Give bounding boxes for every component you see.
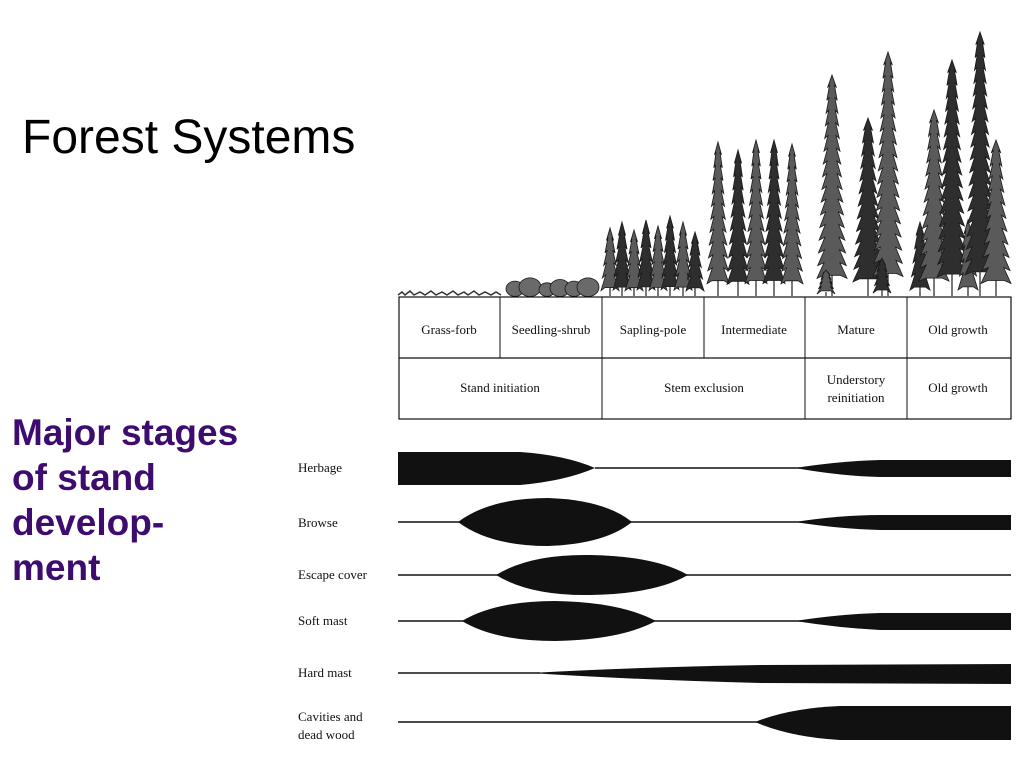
cavities-band (755, 706, 1011, 740)
subtitle-line: develop- (12, 502, 165, 543)
conifer-tree (660, 214, 680, 291)
browse-band (458, 498, 632, 546)
conifer-tree (648, 224, 668, 292)
conifer-tree (762, 138, 786, 285)
conifer-tree (872, 257, 892, 294)
conifer-tree (980, 138, 1012, 285)
conifer-tree (673, 220, 693, 292)
page-title: Forest Systems (22, 111, 356, 164)
resource-label: Browse (298, 515, 338, 530)
slide-subtitle: Major stages of stand develop- ment (12, 410, 282, 590)
conifer-tree (685, 230, 705, 292)
conifer-tree (706, 140, 730, 285)
herbage-band (795, 460, 1011, 477)
stage-label: Seedling-shrub (512, 322, 591, 337)
resource-label: Herbage (298, 460, 342, 475)
soft-mast-band (795, 613, 1011, 630)
conifer-tree (872, 50, 904, 278)
phase-label: Stand initiation (460, 380, 540, 395)
resource-label: Soft mast (298, 613, 348, 628)
phase-label: Old growth (928, 380, 988, 395)
conifer-tree (744, 138, 768, 285)
resource-label: dead wood (298, 727, 355, 742)
stage-label: Intermediate (721, 322, 787, 337)
browse-band (795, 515, 1011, 530)
herbage-band (398, 452, 595, 485)
stage-label: Sapling-pole (620, 322, 687, 337)
stage-table: Grass-forb Seedling-shrub Sapling-pole I… (398, 296, 1012, 420)
conifer-tree (918, 108, 950, 282)
stage-label: Grass-forb (421, 322, 477, 337)
resource-label: Escape cover (298, 567, 368, 582)
subtitle-line: of stand (12, 457, 156, 498)
resource-label: Hard mast (298, 665, 352, 680)
conifer-tree (636, 219, 656, 291)
resource-rows: Herbage Browse Escape cover Soft mast Ha… (298, 452, 1011, 742)
ground-line (397, 289, 502, 297)
phase-label: Understory (827, 372, 886, 387)
conifer-tree (780, 142, 804, 285)
tree-illustration (505, 30, 1012, 297)
conifer-tree (816, 73, 848, 280)
phase-label: Stem exclusion (664, 380, 744, 395)
shrub (518, 277, 542, 297)
escape-cover-band (496, 554, 688, 596)
shrub (576, 277, 600, 297)
soft-mast-band (462, 601, 656, 641)
conifer-tree (852, 116, 884, 283)
resource-label: Cavities and (298, 709, 363, 724)
subtitle-line: Major stages (12, 412, 239, 453)
conifer-tree (816, 269, 836, 295)
hard-mast-band (530, 664, 1011, 684)
conifer-tree (612, 220, 632, 292)
subtitle-line: ment (12, 547, 101, 588)
stand-development-figure: Grass-forb Seedling-shrub Sapling-pole I… (298, 30, 1012, 742)
conifer-tree (936, 58, 968, 278)
conifer-tree (726, 148, 750, 286)
stage-label: Old growth (928, 322, 988, 337)
phase-label: reinitiation (827, 390, 885, 405)
stage-label: Mature (837, 322, 875, 337)
